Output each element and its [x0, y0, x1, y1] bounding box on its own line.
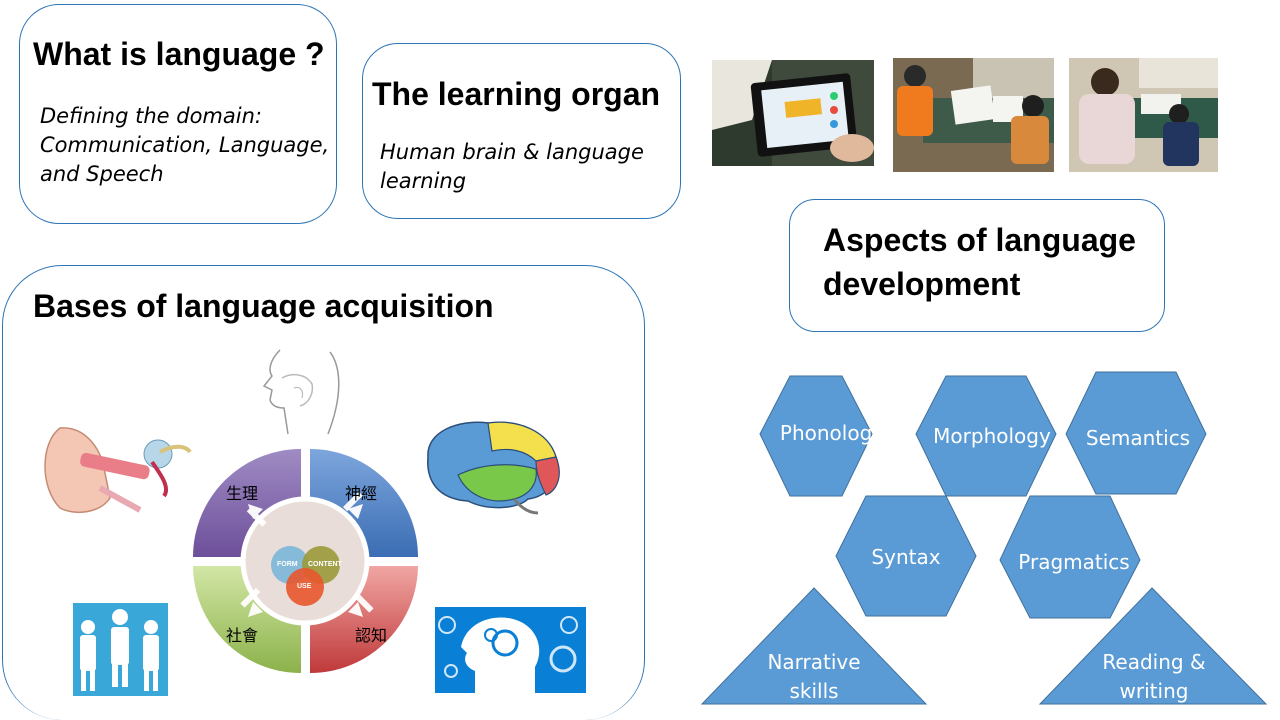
brain-illustration: [427, 421, 560, 515]
triangle-label-narrative: Narrative skills: [767, 650, 861, 703]
people-icon: [73, 603, 168, 696]
what-is-language-subtitle: Defining the domain: Communication, Lang…: [40, 104, 330, 186]
venn-label-form: FORM: [277, 561, 298, 568]
ear-anatomy-illustration: [44, 427, 192, 514]
aspects-box: [789, 199, 1165, 332]
tablet-photo-art: [712, 60, 874, 166]
triangle-label-reading-writing: Reading & writing: [1102, 650, 1206, 703]
classroom-photo-1: [893, 58, 1054, 172]
what-is-language-box: [19, 4, 337, 224]
hex-syntax: [835, 495, 977, 617]
learning-organ-title: The learning organ: [372, 76, 661, 112]
triangle-narrative: [700, 587, 928, 705]
learning-organ-box: [362, 43, 681, 219]
hex-label-phonology: Phonology: [779, 421, 885, 445]
quadrant-label-physiology: 生理: [226, 484, 259, 503]
venn-label-content: CONTENT: [308, 561, 342, 568]
learning-organ-subtitle: Human brain & language learning: [380, 140, 644, 193]
cognition-gears-art: [438, 616, 578, 693]
classroom-photo-2-art: [1069, 58, 1218, 172]
people-icon-figures: [80, 609, 159, 691]
head-profile-illustration: [262, 349, 340, 435]
venn-use-circle: [286, 568, 324, 606]
hex-label-morphology: Morphology: [933, 424, 1051, 448]
cognition-gears-illustration: [435, 607, 586, 693]
hex-label-semantics: Semantics: [1085, 426, 1191, 450]
classroom-photo-1-art: [893, 58, 1054, 172]
quadrant-label-neurology: 神經: [345, 484, 378, 503]
cycle-diagram: [193, 449, 418, 673]
hex-pragmatics: [999, 495, 1141, 619]
classroom-photo-2: [1069, 58, 1218, 172]
bases-title: Bases of language acquisition: [33, 288, 494, 324]
tablet-photo: [712, 60, 874, 166]
aspects-shapes: [700, 371, 1268, 705]
quadrant-label-social: 社會: [226, 626, 259, 645]
hex-label-pragmatics: Pragmatics: [1018, 550, 1130, 574]
aspects-title: Aspects of language development: [823, 222, 1136, 302]
hex-label-syntax: Syntax: [871, 545, 941, 569]
venn-label-use: USE: [297, 583, 312, 590]
what-is-language-title: What is language ?: [33, 36, 325, 72]
hex-semantics: [1065, 371, 1207, 495]
quadrant-label-cognition: 認知: [355, 626, 388, 645]
triangle-reading-writing: [1038, 587, 1268, 705]
hex-phonology: [759, 375, 873, 497]
